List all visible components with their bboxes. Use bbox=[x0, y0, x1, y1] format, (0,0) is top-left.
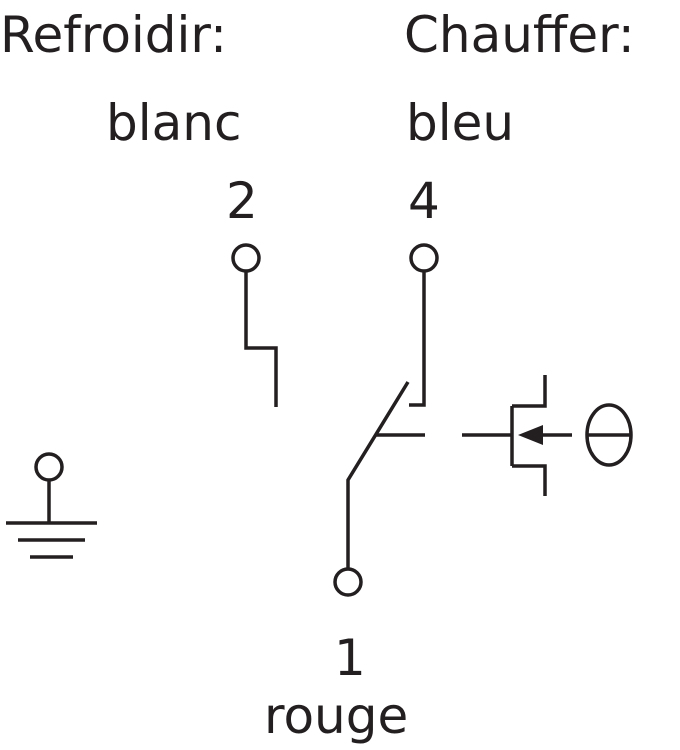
heat-color: bleu bbox=[406, 94, 514, 152]
ground-icon bbox=[6, 452, 97, 559]
thermal-actuator-icon bbox=[462, 375, 572, 496]
terminal-4-circle bbox=[409, 243, 439, 273]
heat-heading: Chauffer: bbox=[404, 6, 635, 64]
cool-heading: Refroidir: bbox=[0, 6, 227, 64]
terminal-2-circle bbox=[231, 243, 261, 273]
switch-blade bbox=[333, 381, 425, 597]
terminal-1-label: 1 bbox=[334, 629, 366, 687]
theta-icon bbox=[585, 403, 633, 467]
terminal-1-circle bbox=[333, 567, 363, 597]
terminal-2-contact bbox=[231, 243, 278, 407]
terminal-4-contact bbox=[409, 243, 439, 407]
common-color: rouge bbox=[264, 687, 408, 745]
cool-color: blanc bbox=[106, 94, 241, 152]
terminal-4-label: 4 bbox=[408, 172, 440, 230]
terminal-2-label: 2 bbox=[226, 172, 258, 230]
